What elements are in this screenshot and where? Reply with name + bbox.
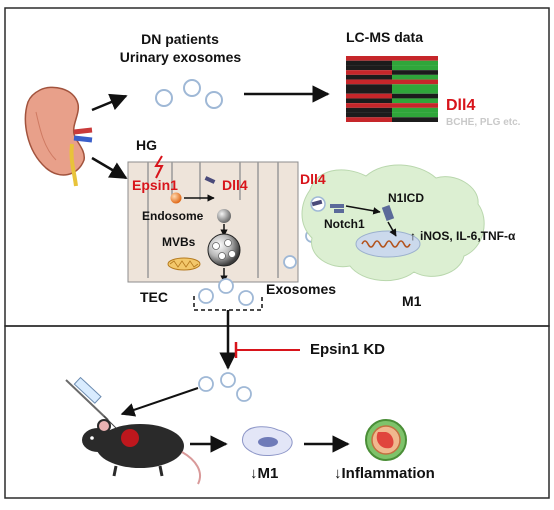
released-exosomes (198, 229, 319, 306)
epsin-label: Epsin1 (132, 177, 178, 193)
small-macrophage-icon (241, 426, 293, 456)
epsin-vesicle (170, 192, 182, 204)
inflammation-result-label: ↓Inflammation (334, 465, 435, 482)
mouse-icon (82, 419, 201, 485)
macrophage-icon (301, 164, 485, 282)
endosome-label: Endosome (142, 209, 204, 223)
lcms-title: LC-MS data (346, 29, 423, 45)
m1-dll4-label: Dll4 (300, 171, 326, 187)
exosome-bracket (193, 296, 263, 311)
m1-label: M1 (402, 293, 422, 309)
tec-dll4-label: Dll4 (222, 177, 248, 193)
syringe-icon (65, 376, 117, 429)
cytokine-output-label: iNOS, IL-6,TNF-α (420, 229, 516, 243)
injected-exosomes (198, 372, 252, 402)
endosome (217, 209, 231, 223)
lcms-other-hits: BCHE, PLG etc. (446, 117, 521, 128)
mvb-label: MVBs (162, 235, 196, 249)
n1icd-label: N1ICD (388, 191, 425, 205)
stimulus-label: HG (136, 137, 157, 153)
source-title-line1: DN patients (141, 31, 219, 47)
intervention-label: Epsin1 KD (310, 341, 386, 358)
notch-label: Notch1 (324, 217, 365, 231)
exosome-icon (155, 79, 223, 109)
output-arrow: ↑ (410, 229, 416, 243)
dll4-notch-complex (310, 196, 344, 213)
kidney-icon (24, 86, 93, 187)
exosomes-label: Exosomes (266, 281, 337, 297)
source-title-line2: Urinary exosomes (119, 49, 242, 65)
mvb (207, 233, 241, 267)
tec-label: TEC (140, 289, 168, 305)
lcms-hit-label: Dll4 (446, 97, 476, 114)
bottom-panel-frame (4, 325, 550, 499)
lightning-icon (154, 155, 164, 179)
heatmap-icon (346, 56, 438, 122)
m1-result-label: ↓M1 (250, 465, 279, 482)
inflamed-kidney-icon (365, 419, 407, 461)
mitochondrion (167, 257, 201, 271)
